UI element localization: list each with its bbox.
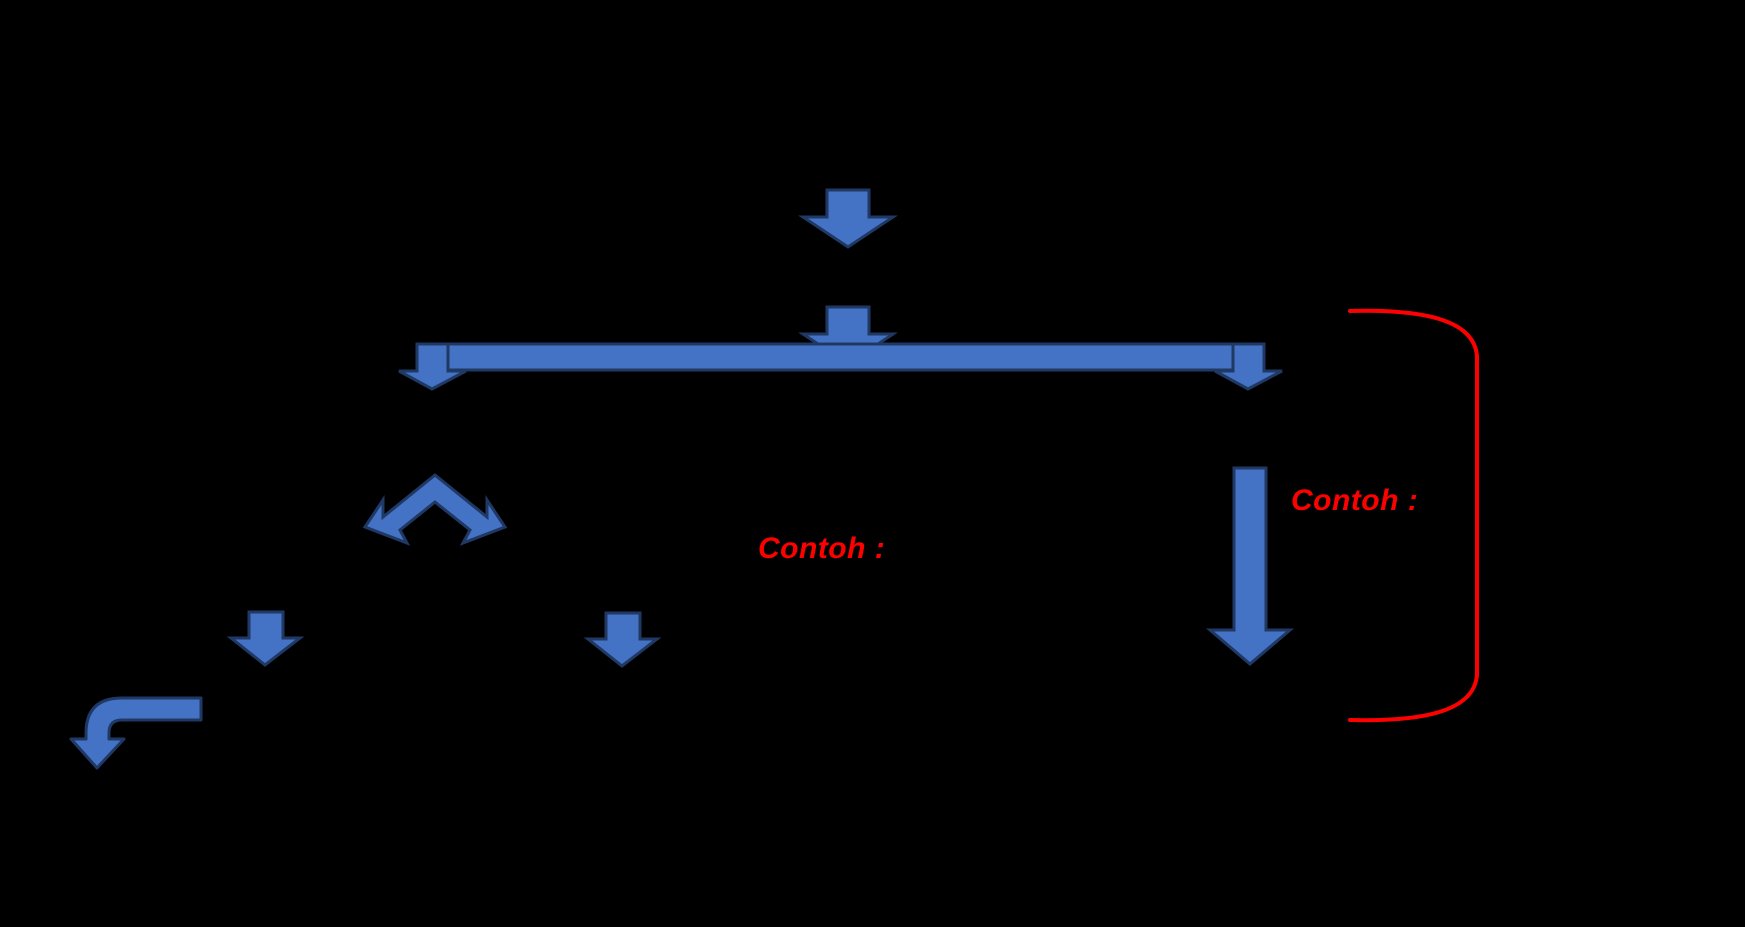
elbow-bent-arrow-icon xyxy=(69,696,203,770)
split-chevron-arrow-icon xyxy=(362,473,508,546)
down-arrow-top-icon xyxy=(798,188,898,249)
down-arrow-leaf-left-icon xyxy=(226,610,305,667)
annotation-contoh-center: Contoh : xyxy=(758,532,886,565)
annotation-contoh-right: Contoh : xyxy=(1291,484,1419,517)
down-arrow-branch-left-icon xyxy=(398,342,467,391)
down-arrow-branch-right-icon xyxy=(1214,342,1283,391)
horizontal-distribution-bar xyxy=(440,342,1249,372)
down-arrow-leaf-center-icon xyxy=(583,611,662,668)
right-curly-bracket-icon xyxy=(1348,308,1479,723)
long-down-arrow-right-icon xyxy=(1205,466,1295,666)
